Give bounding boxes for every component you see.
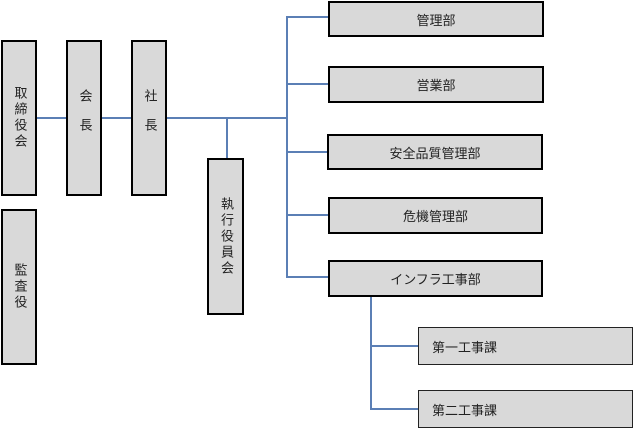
connector-dept-4 bbox=[286, 214, 328, 216]
section-box: 第一工事課 bbox=[418, 327, 633, 365]
board-of-directors-box: 取締役会 bbox=[1, 40, 37, 196]
connector-chairman-president bbox=[101, 117, 131, 119]
auditor-label: 監査役 bbox=[11, 263, 27, 311]
board-of-directors-label: 取締役会 bbox=[11, 86, 27, 150]
auditor-box: 監査役 bbox=[1, 209, 37, 365]
section-box: 第二工事課 bbox=[418, 390, 633, 428]
connector-exec-committee bbox=[226, 118, 228, 158]
department-box: 安全品質管理部 bbox=[327, 134, 543, 170]
connector-dept-2 bbox=[286, 83, 328, 85]
connector-section-2 bbox=[370, 408, 418, 410]
executive-committee-label: 執行役員会 bbox=[218, 196, 233, 277]
department-box: 管理部 bbox=[328, 1, 544, 37]
connector-board-chairman bbox=[36, 117, 66, 119]
president-box: 社長 bbox=[131, 40, 167, 196]
department-box: 営業部 bbox=[328, 66, 544, 103]
section-label: 第二工事課 bbox=[432, 403, 498, 419]
connector-dept-1 bbox=[286, 16, 328, 18]
executive-committee-box: 執行役員会 bbox=[207, 158, 244, 315]
chairman-label: 会長 bbox=[76, 89, 92, 147]
connector-department-trunk bbox=[286, 16, 288, 278]
department-box: インフラ工事部 bbox=[328, 260, 543, 297]
connector-dept-3 bbox=[286, 151, 328, 153]
chairman-box: 会長 bbox=[66, 40, 102, 196]
president-label: 社長 bbox=[141, 89, 157, 147]
connector-section-1 bbox=[370, 345, 418, 347]
department-label: 営業部 bbox=[416, 79, 456, 94]
connector-dept-5 bbox=[286, 276, 328, 278]
department-label: 危機管理部 bbox=[402, 210, 468, 225]
department-label: 安全品質管理部 bbox=[389, 146, 481, 162]
section-label: 第一工事課 bbox=[432, 340, 498, 356]
connector-section-trunk bbox=[370, 296, 372, 409]
department-label: インフラ工事部 bbox=[390, 273, 481, 288]
department-box: 危機管理部 bbox=[328, 197, 543, 234]
department-label: 管理部 bbox=[416, 13, 456, 29]
